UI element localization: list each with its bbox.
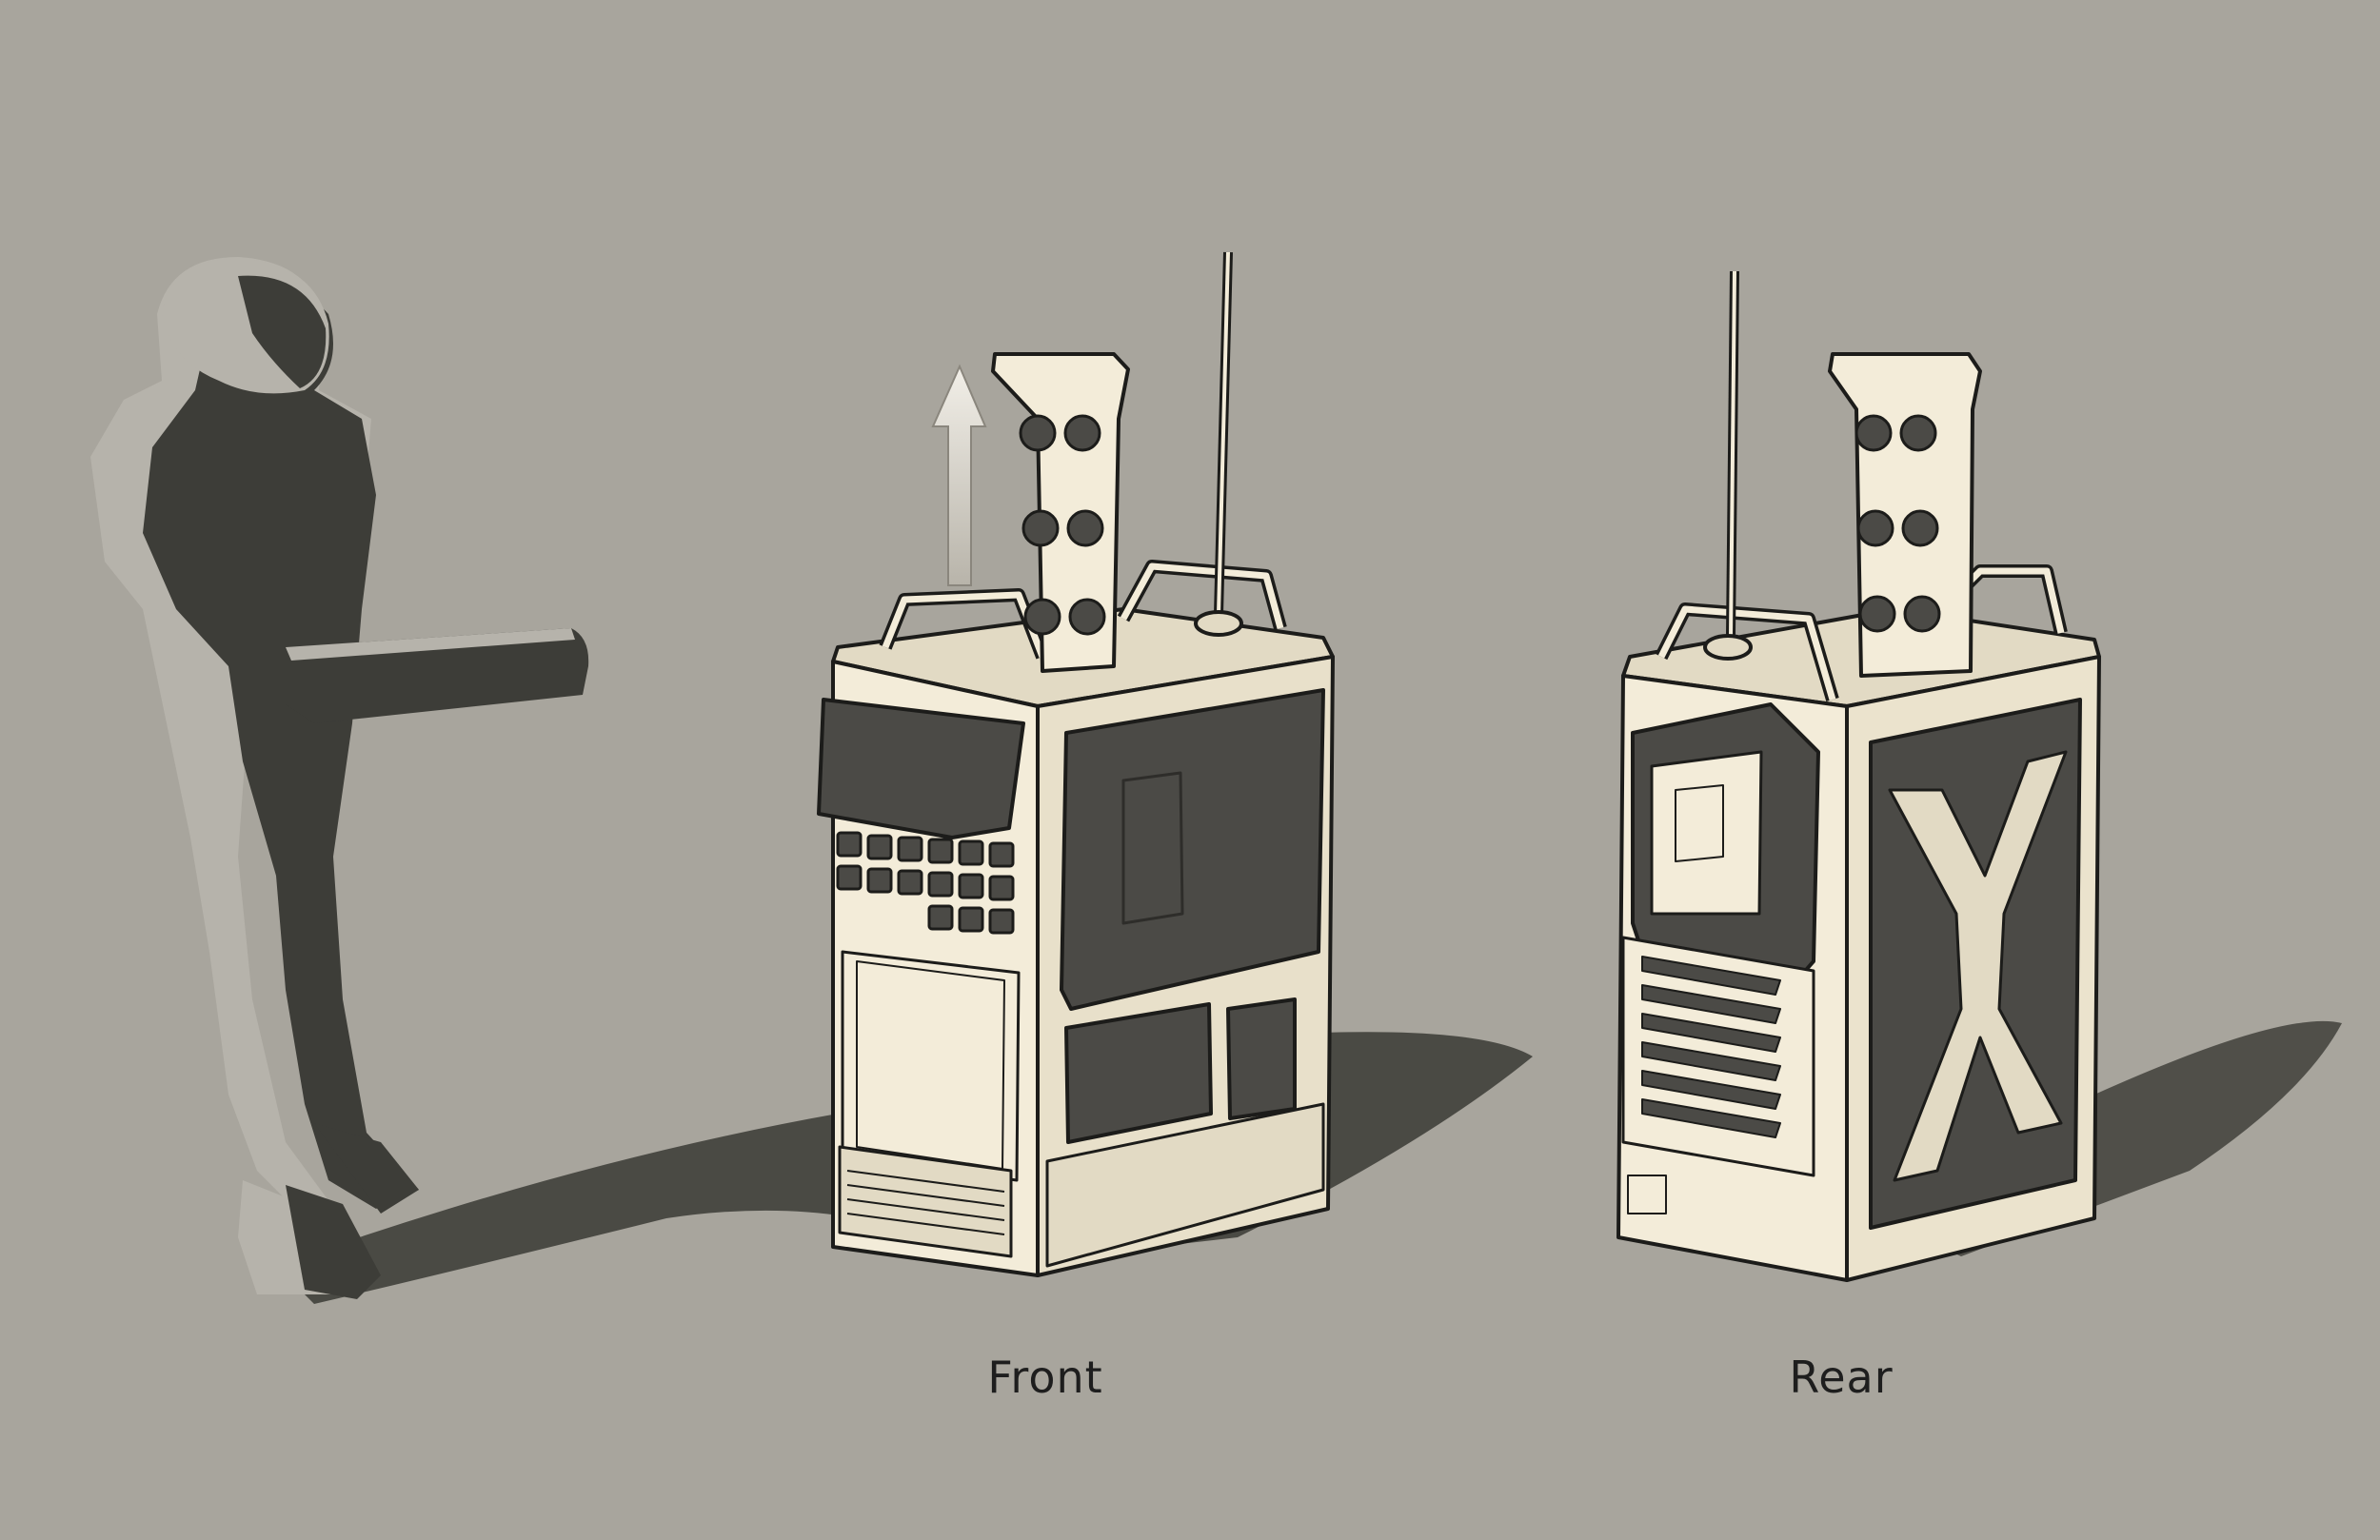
front-button-grid	[836, 831, 1015, 935]
rear-vents	[1641, 956, 1781, 1138]
rear-unit	[1616, 270, 2101, 1282]
rear-caption: Rear	[1789, 1352, 1894, 1403]
front-unit	[817, 251, 1335, 1277]
up-arrow-icon	[931, 364, 987, 586]
front-caption: Front	[987, 1352, 1103, 1403]
plate-holes	[1019, 414, 1106, 636]
rear-plate-holes	[1854, 414, 1941, 633]
astronaut-figure	[90, 257, 589, 1299]
